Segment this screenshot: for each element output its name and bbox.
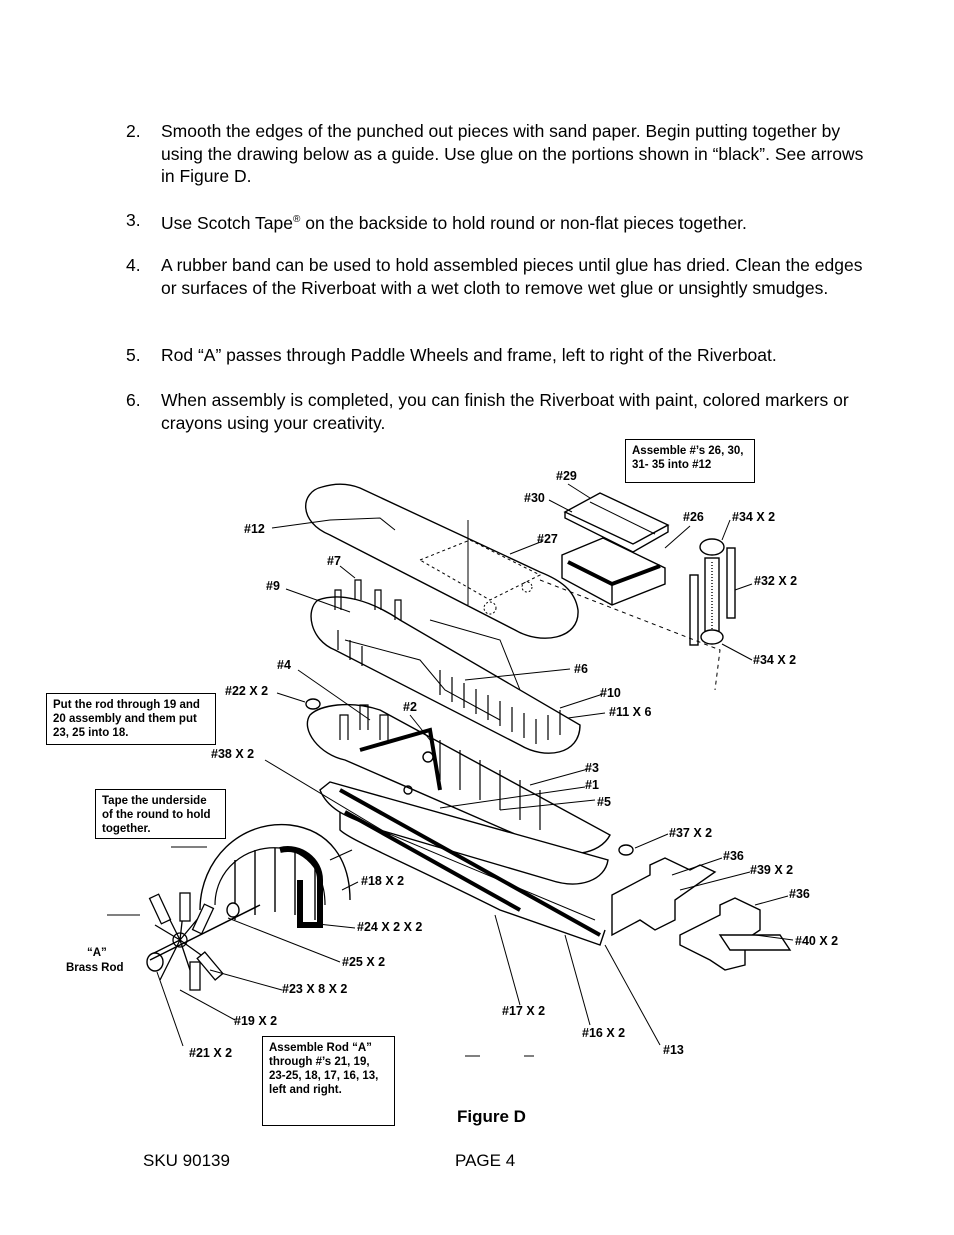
label-part-34-top: #34 X 2	[732, 510, 776, 524]
label-part-13: #13	[663, 1043, 684, 1057]
label-part-30: #30	[524, 491, 545, 505]
figure-caption: Figure D	[457, 1107, 526, 1126]
label-part-34-bottom: #34 X 2	[753, 653, 797, 667]
label-part-22: #22 X 2	[225, 684, 269, 698]
label-part-11: #11 X 6	[609, 705, 652, 719]
paddle-hub-19	[148, 892, 224, 991]
label-part-23: #23 X 8 X 2	[282, 982, 348, 996]
cap-21	[146, 952, 164, 972]
step-text: Use Scotch Tape® on the backside to hold…	[161, 209, 871, 234]
label-part-39: #39 X 2	[750, 863, 794, 877]
step-text-after: on the backside to hold round or non-fla…	[300, 212, 747, 233]
label-part-10: #10	[600, 686, 621, 700]
label-part-21: #21 X 2	[189, 1046, 233, 1060]
label-part-18: #18 X 2	[361, 874, 405, 888]
step-number: 5.	[126, 345, 141, 365]
label-part-7: #7	[327, 554, 341, 568]
label-part-25: #25 X 2	[342, 955, 386, 969]
label-part-6: #6	[574, 662, 588, 676]
stand-36-b	[679, 897, 761, 971]
stand-36-a	[611, 857, 717, 937]
step-text: Smooth the edges of the punched out piec…	[161, 121, 864, 186]
step-number: 2.	[126, 121, 141, 141]
paddle-drum-18	[199, 823, 351, 911]
label-part-36-b: #36	[789, 887, 810, 901]
step-number: 3.	[126, 210, 141, 230]
step-number: 6.	[126, 390, 141, 410]
hull-13	[319, 781, 609, 885]
label-part-19: #19 X 2	[234, 1014, 278, 1028]
step-text: Rod “A” passes through Paddle Wheels and…	[161, 345, 777, 365]
registered-mark: ®	[292, 214, 301, 225]
label-part-27: #27	[537, 532, 558, 546]
step-text-before: Use Scotch Tape	[161, 212, 293, 233]
note-assemble-rod: Assemble Rod “A” through #’s 21, 19, 23-…	[262, 1036, 395, 1126]
label-part-26: #26	[683, 510, 704, 524]
label-part-2: #2	[403, 700, 417, 714]
label-part-5: #5	[597, 795, 611, 809]
hull-bottom	[339, 812, 606, 946]
label-part-3: #3	[585, 761, 599, 775]
cap-34-top	[699, 538, 725, 556]
deck-12	[305, 483, 579, 639]
label-part-4: #4	[277, 658, 291, 672]
label-part-17: #17 X 2	[502, 1004, 546, 1018]
post-32-b	[726, 547, 736, 619]
note-assemble-roof: Assemble #’s 26, 30, 31- 35 into #12	[625, 439, 755, 483]
label-part-29: #29	[556, 469, 577, 483]
step-text: When assembly is completed, you can fini…	[161, 390, 849, 433]
note-rod-through: Put the rod through 19 and 20 assembly a…	[46, 693, 216, 745]
roof-29	[563, 492, 670, 545]
label-brass-rod: Brass Rod	[66, 962, 124, 974]
cap-34-bottom	[700, 629, 724, 645]
label-part-24: #24 X 2 X 2	[357, 920, 423, 934]
label-part-9: #9	[266, 579, 280, 593]
paddle-drum-24	[279, 846, 323, 928]
label-part-16: #16 X 2	[582, 1026, 626, 1040]
label-part-12: #12	[244, 522, 265, 536]
label-rod-a: “A”	[87, 947, 107, 959]
label-part-1: #1	[585, 778, 599, 792]
footer-sku: SKU 90139	[143, 1151, 230, 1170]
label-part-37: #37 X 2	[669, 826, 713, 840]
deck-12-dashed-panel	[418, 539, 542, 601]
note-tape-underside: Tape the underside of the round to hold …	[95, 789, 226, 839]
peg-37	[618, 844, 634, 856]
label-part-36-a: #36	[723, 849, 744, 863]
label-part-32: #32 X 2	[754, 574, 798, 588]
post-32-a	[689, 574, 699, 646]
washer-25	[226, 902, 240, 918]
footer-page-number: PAGE 4	[455, 1151, 516, 1170]
step-number: 4.	[126, 255, 141, 275]
label-part-40: #40 X 2	[795, 934, 839, 948]
rod-a	[149, 904, 261, 961]
label-part-38: #38 X 2	[211, 747, 255, 761]
box-26	[561, 537, 666, 606]
step-text: A rubber band can be used to hold assemb…	[161, 255, 863, 298]
frame-9	[310, 596, 581, 754]
peg-22	[305, 698, 321, 710]
